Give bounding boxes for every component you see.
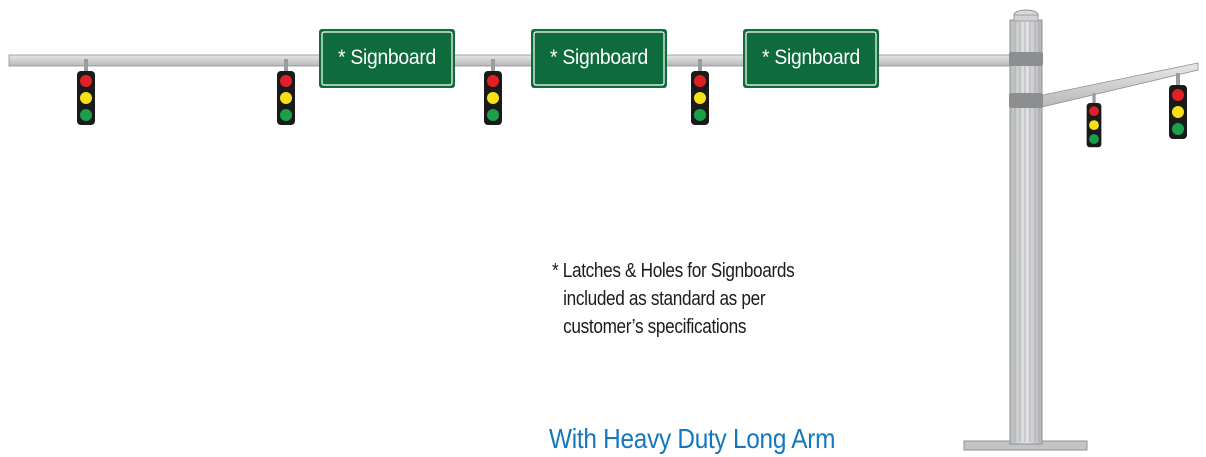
caption-title: With Heavy Duty Long Arm	[549, 423, 836, 454]
clamp-ring-upper	[1009, 52, 1043, 66]
pole-flutes	[1014, 22, 1040, 442]
traffic-signal-6	[1169, 73, 1187, 139]
signboard-1	[319, 29, 455, 88]
signboard-1-label: * Signboard	[338, 46, 436, 69]
traffic-signal-2	[277, 59, 295, 125]
traffic-signal-4	[691, 59, 709, 125]
traffic-signal-5	[1086, 93, 1102, 148]
traffic-signal-3	[484, 59, 502, 125]
note-line-1: * Latches & Holes for Signboards	[552, 260, 795, 282]
note-line-2: included as standard as per	[563, 288, 766, 310]
signboard-note: * Latches & Holes for Signboards include…	[552, 257, 795, 341]
traffic-signal-1	[77, 59, 95, 125]
signboard-3	[743, 29, 879, 88]
signboard-2	[531, 29, 667, 88]
signboard-3-label: * Signboard	[762, 46, 860, 69]
signboard-2-label: * Signboard	[550, 46, 648, 69]
clamp-ring-lower	[1009, 93, 1043, 108]
note-line-3: customer’s specifications	[563, 316, 747, 338]
